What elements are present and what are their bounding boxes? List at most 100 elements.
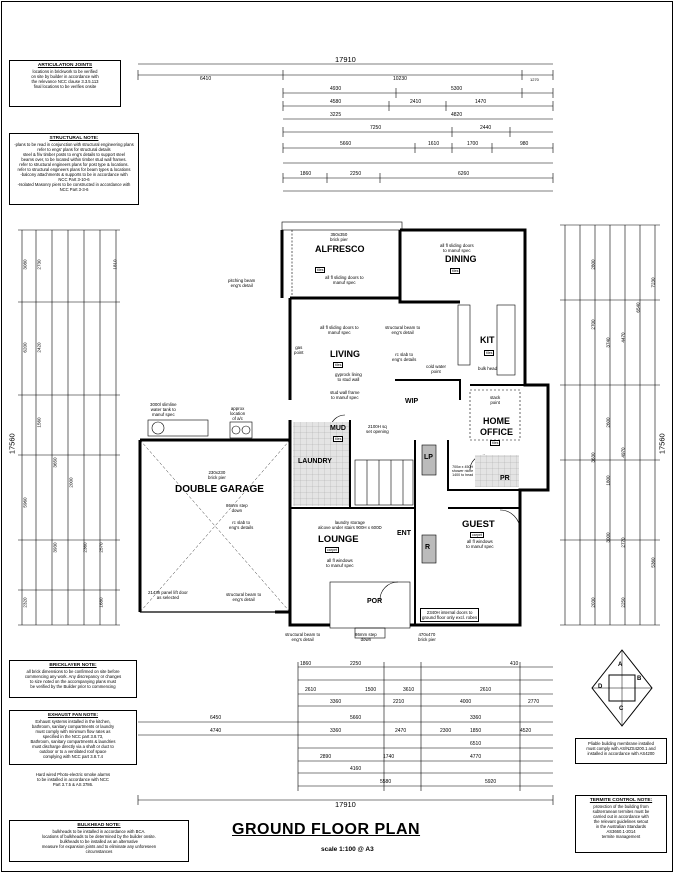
- dim-bot-6a: 6510: [470, 741, 482, 747]
- dim-bot-8a: 4160: [350, 766, 362, 772]
- tag-office-tiles: tiles: [490, 440, 501, 446]
- label-alfresco-pier: 350x350 brick pier: [330, 232, 348, 242]
- dim-bot-9a: 5580: [380, 779, 392, 785]
- dim-right-6: 2600: [605, 417, 611, 428]
- label-guest-windows: all fl windows to manuf spec: [466, 539, 494, 549]
- dim-top-1b: 10230: [393, 76, 407, 82]
- dim-bot-3b: 2210: [393, 699, 405, 705]
- dim-top-1a: 6410: [200, 76, 212, 82]
- dim-bot-3c: 4000: [460, 699, 472, 705]
- overall-depth-left: 17560: [7, 433, 17, 455]
- dim-bot-5c: 2470: [395, 728, 407, 734]
- dim-top-5a: 7250: [370, 125, 382, 131]
- label-sq-set: 2100H sq set opening: [366, 424, 389, 434]
- dim-left-11: 2570: [98, 542, 104, 553]
- dim-top-6c: 1700: [467, 141, 479, 147]
- compass-c: C: [619, 706, 624, 712]
- tag-kit-tiles: tiles: [484, 350, 495, 356]
- label-por-step: 86mm step down: [355, 632, 377, 642]
- note-smoke-body: Hard wired Photo-electric smoke alarms t…: [35, 772, 111, 787]
- room-double-garage: DOUBLE GARAGE: [175, 484, 264, 495]
- dim-left-7: 2000: [68, 477, 74, 488]
- room-guest: GUEST: [462, 519, 495, 530]
- note-bulkhead: BULKHEAD NOTE: bulkheads to be installed…: [9, 820, 189, 862]
- dim-right-8: 4970: [620, 447, 626, 458]
- label-panel-door: 2143h panel lift door as selected: [148, 590, 188, 600]
- dim-top-6d: 980: [520, 141, 529, 147]
- label-approx-location: approx location of a/c: [230, 406, 246, 421]
- tag-alfresco-tiles: tiles: [315, 267, 326, 273]
- dim-bot-1c: 410: [510, 661, 519, 667]
- dim-bot-2a: 2610: [305, 687, 317, 693]
- label-pitching-beam: pitching beam eng's detail: [228, 278, 256, 288]
- dim-bot-1b: 2250: [350, 661, 362, 667]
- note-termite-title: TERMITE CONTROL NOTE:: [589, 798, 653, 803]
- robe-fill: [421, 534, 437, 564]
- note-bricklayer-title: BRICKLAYER NOTE:: [49, 663, 97, 668]
- room-living: LIVING: [330, 349, 361, 359]
- dim-right-12: 5360: [650, 557, 656, 568]
- tag-mud-tiles: tiles: [333, 436, 344, 442]
- note-exhaust-title: EXHAUST FAN NOTE:: [47, 713, 99, 718]
- room-pr: PR: [500, 475, 510, 482]
- room-mud: MUD: [330, 425, 346, 432]
- label-structural-beam-2: structural beam to eng's detail: [226, 592, 262, 602]
- label-structural-beam-1: structural beam to eng's detail: [385, 325, 421, 335]
- dim-bot-3a: 3360: [330, 699, 342, 705]
- note-structural: STRUCTURAL NOTE: -plans to be read in co…: [9, 133, 139, 205]
- dim-top-3c: 1470: [475, 99, 487, 105]
- note-articulation-title: ARTICULATION JOINTS: [37, 63, 93, 68]
- tag-dining-tiles: tiles: [450, 268, 461, 274]
- dim-left-4: 2420: [36, 342, 42, 353]
- tag-lounge-carpet: carpet: [325, 547, 339, 553]
- label-cold-water: cold water point: [426, 364, 447, 374]
- note-termite-body: protection of the building from subterra…: [592, 804, 650, 839]
- label-gas-point: gas point: [294, 345, 304, 355]
- room-laundry: LAUNDRY: [298, 458, 332, 465]
- note-exhaust-fan: EXHAUST FAN NOTE: Exhaust systems instal…: [9, 710, 137, 765]
- dim-left-2: 1810: [112, 259, 118, 270]
- dim-top-7c: 6260: [458, 171, 470, 177]
- dim-right-0: 2800: [590, 259, 596, 270]
- label-internal-doors: 2340H internal doors to ground floor onl…: [420, 608, 480, 622]
- note-membrane: Pliable building membrane installed must…: [575, 738, 667, 764]
- dim-bot-4b: 5660: [350, 715, 362, 721]
- drawing-title: GROUND FLOOR PLAN: [232, 821, 421, 838]
- label-bulk-head: bulk head: [478, 366, 498, 371]
- dim-bot-5e: 1850: [470, 728, 482, 734]
- dim-right-10: 3000: [605, 532, 611, 543]
- dim-top-4b: 4820: [451, 112, 463, 118]
- dim-left-6: 3650: [52, 457, 58, 468]
- label-structural-beam-3: structural beam to eng's detail: [285, 632, 321, 642]
- label-alfresco-doors: all fl sliding doors to manuf spec: [325, 275, 364, 285]
- dim-top-7b: 2250: [350, 171, 362, 177]
- dim-bot-5d: 2300: [440, 728, 452, 734]
- dim-left-9: 3930: [52, 542, 58, 553]
- note-smoke-alarms: Hard wired Photo-electric smoke alarms t…: [9, 770, 137, 792]
- dim-top-6a: 5660: [340, 141, 352, 147]
- room-alfresco: ALFRESCO: [315, 244, 365, 254]
- dim-bot-2b: 1500: [365, 687, 377, 693]
- label-living-doors: all fl sliding doors to manuf spec: [320, 325, 359, 335]
- room-wip: WIP: [405, 398, 419, 405]
- dim-top-3a: 4580: [330, 99, 342, 105]
- dim-right-3: 4470: [620, 332, 626, 343]
- dim-left-12: 2320: [22, 597, 28, 608]
- label-rc-slab-garage: rc slab to eng's details: [229, 520, 254, 530]
- note-bulkhead-body: bulkheads to be installed in accordance …: [41, 829, 157, 854]
- note-bricklayer: BRICKLAYER NOTE: all brick dimensions to…: [9, 660, 137, 698]
- dim-left-3: 6200: [22, 342, 28, 353]
- dim-bot-1a: 1860: [300, 661, 312, 667]
- tag-guest-carpet: carpet: [470, 532, 484, 538]
- dim-top-3b: 2410: [410, 99, 422, 105]
- label-brick-pier-por: 470x470 brick pier: [418, 632, 436, 642]
- dim-left-13: 1680: [98, 597, 104, 608]
- compass-a: A: [618, 662, 623, 668]
- dim-bot-7c: 4770: [470, 754, 482, 760]
- dim-right-9: 1800: [605, 475, 611, 486]
- compass-b: B: [637, 676, 642, 682]
- room-r: R: [425, 544, 431, 551]
- note-articulation-body: locations in brickwork to be verified on…: [31, 69, 99, 89]
